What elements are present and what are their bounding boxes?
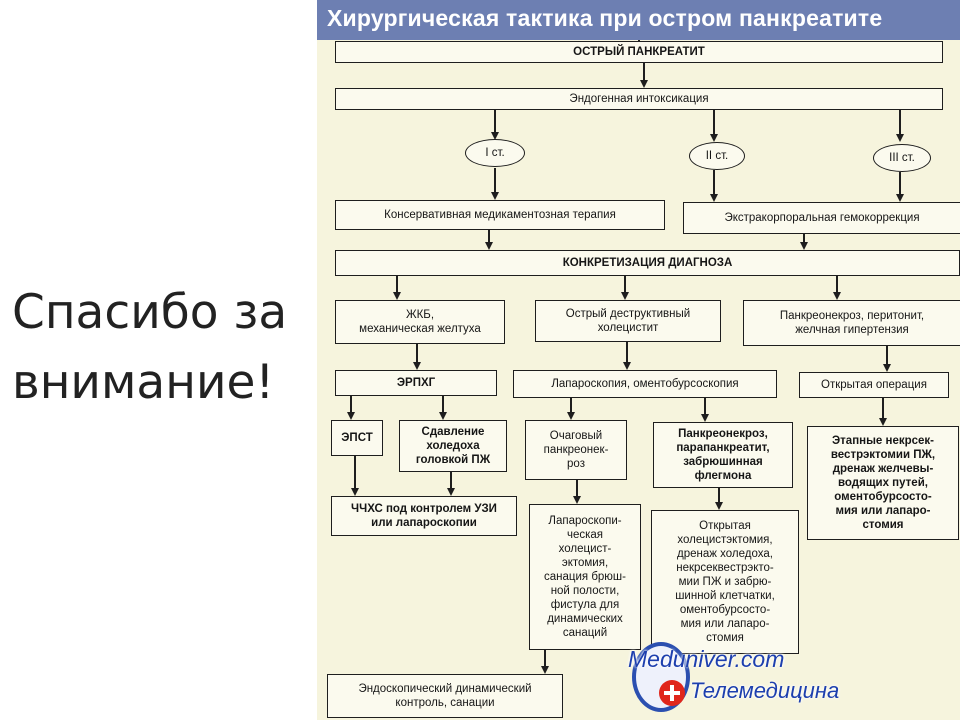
node-endoscopic-control: Эндоскопический динамический контроль, с… [327,674,563,718]
node-acute-pancreatitis: ОСТРЫЙ ПАНКРЕАТИТ [335,41,943,63]
node-laparoscopy: Лапароскопия, оментобурсоскопия [513,370,777,398]
node-gallstone: ЖКБ, механическая желтуха [335,300,505,344]
node-epst: ЭПСТ [331,420,383,456]
node-peritonitis: Панкреонекроз, перитонит, желчная гиперт… [743,300,960,346]
logo-tagline: Телемедицина [690,678,840,703]
logo-site-name: Meduniver.com [628,646,785,672]
node-open-cholecystectomy: Открытая холецистэктомия, дренаж холедох… [651,510,799,654]
diagram-title-bar: Хирургическая тактика при остром панкреа… [317,0,960,40]
slide-thanks-line-1: Спасибо за [12,285,288,340]
node-stage-2: II ст. [689,142,745,170]
node-diagnosis: КОНКРЕТИЗАЦИЯ ДИАГНОЗА [335,250,960,276]
node-cholecystitis: Острый деструктивный холецистит [535,300,721,342]
node-lap-cholecystectomy: Лапароскопи- ческая холецист- эктомия, с… [529,504,641,650]
flowchart-scan: Хирургическая тактика при остром панкреа… [317,0,960,720]
node-extracorporeal: Экстракорпоральная гемокоррекция [683,202,960,234]
meduniver-logo: Meduniver.com Телемедицина [622,636,862,720]
slide-thanks-text: Спасибо за внимание! [12,278,312,418]
node-conservative-therapy: Консервативная медикаментозная терапия [335,200,665,230]
node-open-surgery: Открытая операция [799,372,949,398]
flowchart-arrows [347,40,904,674]
node-stage-3: III ст. [873,144,931,172]
diagram-title: Хирургическая тактика при остром панкреа… [327,5,883,31]
node-ercp: ЭРПХГ [335,370,497,396]
node-staged-necrectomy: Этапные некрсек- вестрэктомии ПЖ, дренаж… [807,426,959,540]
node-pancreonecrosis: Панкреонекроз, парапанкреатит, забрюшинн… [653,422,793,488]
node-stage-1: I ст. [465,139,525,167]
medical-cross-icon [659,680,685,706]
slide-thanks-line-2: внимание! [12,355,275,410]
node-focal-necrosis: Очаговый панкреонек- роз [525,420,627,480]
node-intoxication: Эндогенная интоксикация [335,88,943,110]
node-pchhs: ЧЧХС под контролем УЗИ или лапароскопии [331,496,517,536]
node-compression: Сдавление холедоха головкой ПЖ [399,420,507,472]
